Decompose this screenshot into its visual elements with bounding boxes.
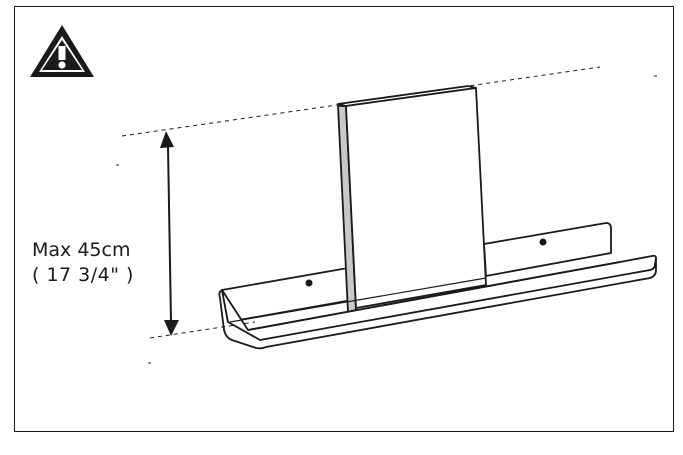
max-height-imperial: ( 17 3/4" ) <box>32 264 134 286</box>
book-panel-front <box>345 87 487 309</box>
max-height-label: Max 45cm ( 17 3/4" ) <box>32 238 134 288</box>
height-dimension-arrow <box>160 131 179 336</box>
screw-hole-right <box>539 238 547 246</box>
shelf-back-rail <box>221 222 612 323</box>
max-height-metric: Max 45cm <box>32 239 131 261</box>
shelf-front-lip <box>218 254 657 350</box>
book-panel <box>337 85 487 313</box>
diagram-frame <box>14 6 674 432</box>
warning-triangle-icon <box>30 25 94 77</box>
screw-hole-left <box>305 279 313 287</box>
